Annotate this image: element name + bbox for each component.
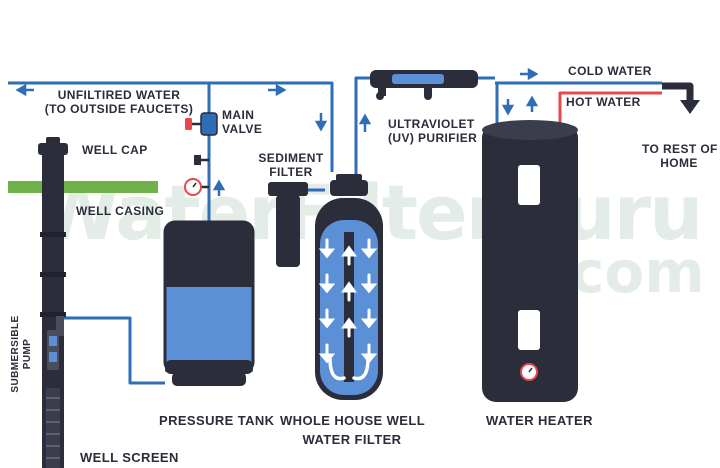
pressure-tank <box>163 220 255 386</box>
whole-house-line1: WHOLE HOUSE WELL <box>280 413 426 428</box>
filter-to-uv-pipe <box>354 76 370 184</box>
rest-of-home-label: TO REST OF HOME <box>642 142 718 170</box>
filter-riser-arrows <box>341 245 357 338</box>
flow-arrow-up-heater <box>525 95 539 112</box>
flow-arrow-left <box>15 83 34 97</box>
cold-water-pipes <box>8 76 662 385</box>
main-valve-label: MAIN VALVE <box>222 108 262 136</box>
unfiltered-water-line2: (TO OUTSIDE FAUCETS) <box>44 102 194 116</box>
flow-arrows <box>15 67 539 196</box>
water-heater-label: WATER HEATER <box>486 413 593 428</box>
sediment-filter <box>268 182 308 267</box>
heater-upper-panel <box>518 165 540 205</box>
uv-line1: ULTRAVIOLET <box>388 117 475 131</box>
heater-lower-panel <box>518 310 540 350</box>
sediment-filter-line1: SEDIMENT <box>258 151 324 165</box>
submersible-pump-line1: SUBMERSIBLE <box>10 315 21 393</box>
unfiltered-water-line1: UNFILTIRED WATER <box>57 88 181 102</box>
hot-water-pipe <box>558 91 662 124</box>
flow-arrow-up-tank <box>212 179 226 196</box>
filter-bottom-arrows <box>328 356 370 381</box>
rest-of-home-line2: HOME <box>660 156 698 170</box>
pressure-switch <box>194 155 209 165</box>
flow-arrow-right-cold <box>520 67 539 81</box>
main-valve-line1: MAIN <box>222 108 255 122</box>
uv-line2: (UV) PURIFIER <box>388 131 478 145</box>
well-screen-label: WELL SCREEN <box>80 450 179 465</box>
main-valve-line2: VALVE <box>222 122 263 136</box>
main-valve <box>185 112 218 136</box>
flow-arrow-right-main <box>268 83 287 97</box>
submersible-pump-label: SUBMERSIBLE PUMP <box>10 314 34 394</box>
uv-purifier <box>370 70 478 100</box>
cold-water-label: COLD WATER <box>568 64 652 78</box>
well-casing-label: WELL CASING <box>76 204 165 218</box>
flow-arrow-down-filter <box>314 113 328 132</box>
well-to-tank-pipe <box>62 316 165 385</box>
ground-grass <box>8 181 158 193</box>
pressure-gauge <box>184 178 209 196</box>
sediment-filter-label: SEDIMENT FILTER <box>252 151 330 179</box>
whole-house-filter <box>315 174 383 400</box>
water-heater <box>482 120 578 402</box>
to-rest-of-home-arrow <box>662 82 700 114</box>
pressure-tank-label: PRESSURE TANK <box>159 413 275 428</box>
sediment-filter-line2: FILTER <box>269 165 313 179</box>
well-cap <box>38 143 68 155</box>
whole-house-filter-label: WHOLE HOUSE WELL WATER FILTER <box>280 411 426 449</box>
submersible-pump-line2: PUMP <box>22 338 33 370</box>
unfiltered-water-pipe <box>8 81 334 172</box>
well-screen <box>46 388 60 468</box>
hot-water-label: HOT WATER <box>566 95 641 109</box>
flow-arrow-up-uv <box>358 113 372 132</box>
well <box>8 137 158 468</box>
whole-house-line2: WATER FILTER <box>302 432 402 447</box>
well-cap-label: WELL CAP <box>82 143 148 157</box>
hot-water-pipes <box>558 91 662 124</box>
flow-arrow-down-heater <box>501 99 515 116</box>
filter-riser-tube <box>344 232 354 382</box>
pressure-tank-water <box>165 287 253 372</box>
unfiltered-water-label: UNFILTIRED WATER (TO OUTSIDE FAUCETS) <box>36 88 202 116</box>
uv-purifier-label: ULTRAVIOLET (UV) PURIFIER <box>388 117 477 145</box>
rest-of-home-line1: TO REST OF <box>642 142 718 156</box>
